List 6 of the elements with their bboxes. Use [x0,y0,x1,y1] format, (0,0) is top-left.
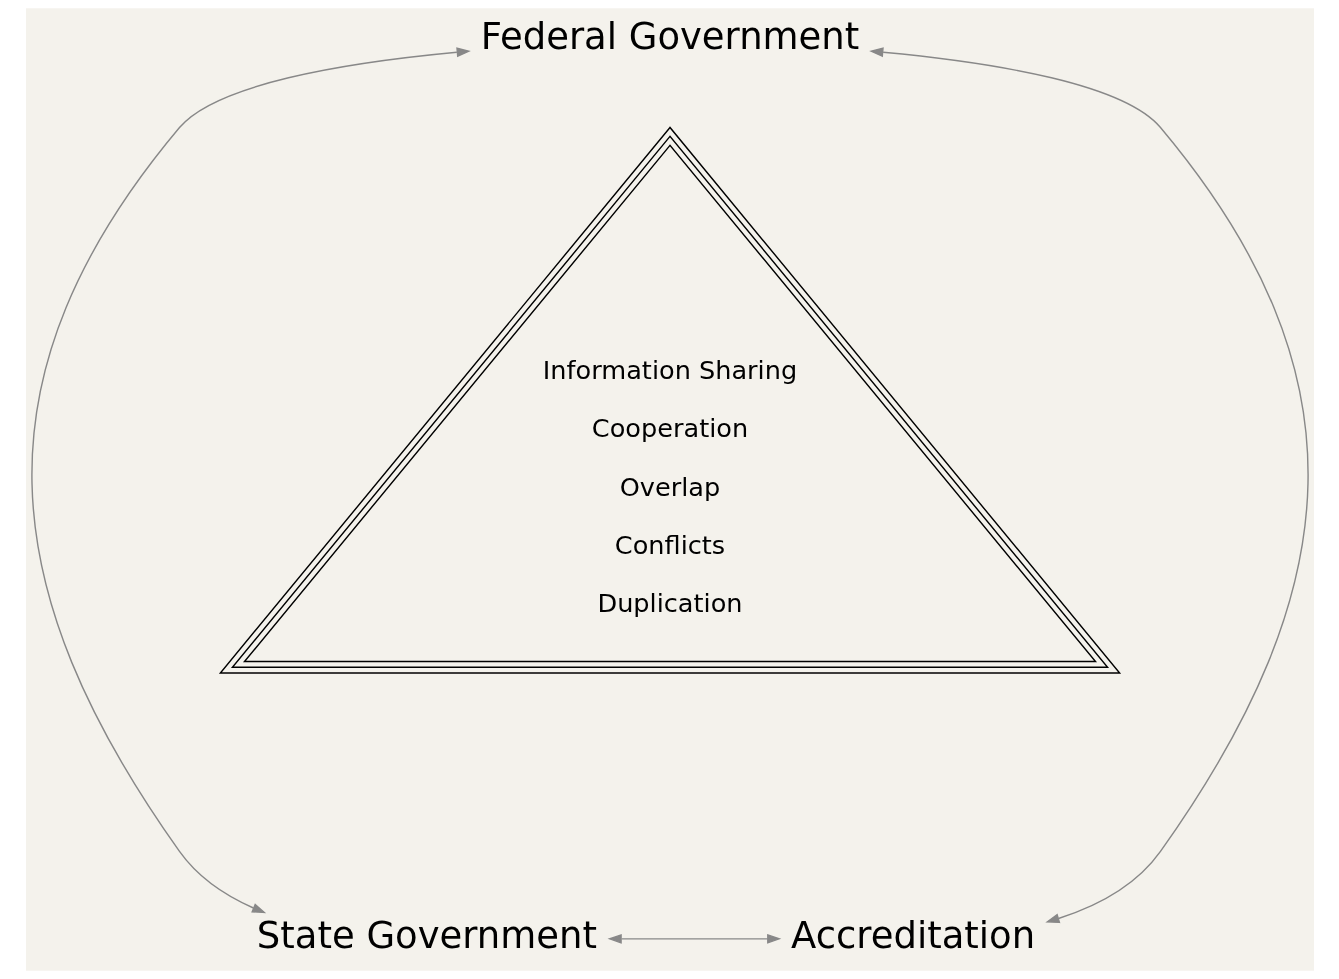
arrow [30,47,471,914]
arrow [607,933,781,944]
node-text: Federal Government [480,15,859,59]
node-text: State Government [256,913,597,957]
arrow [868,47,1309,924]
node-text: Accreditation [790,913,1035,957]
